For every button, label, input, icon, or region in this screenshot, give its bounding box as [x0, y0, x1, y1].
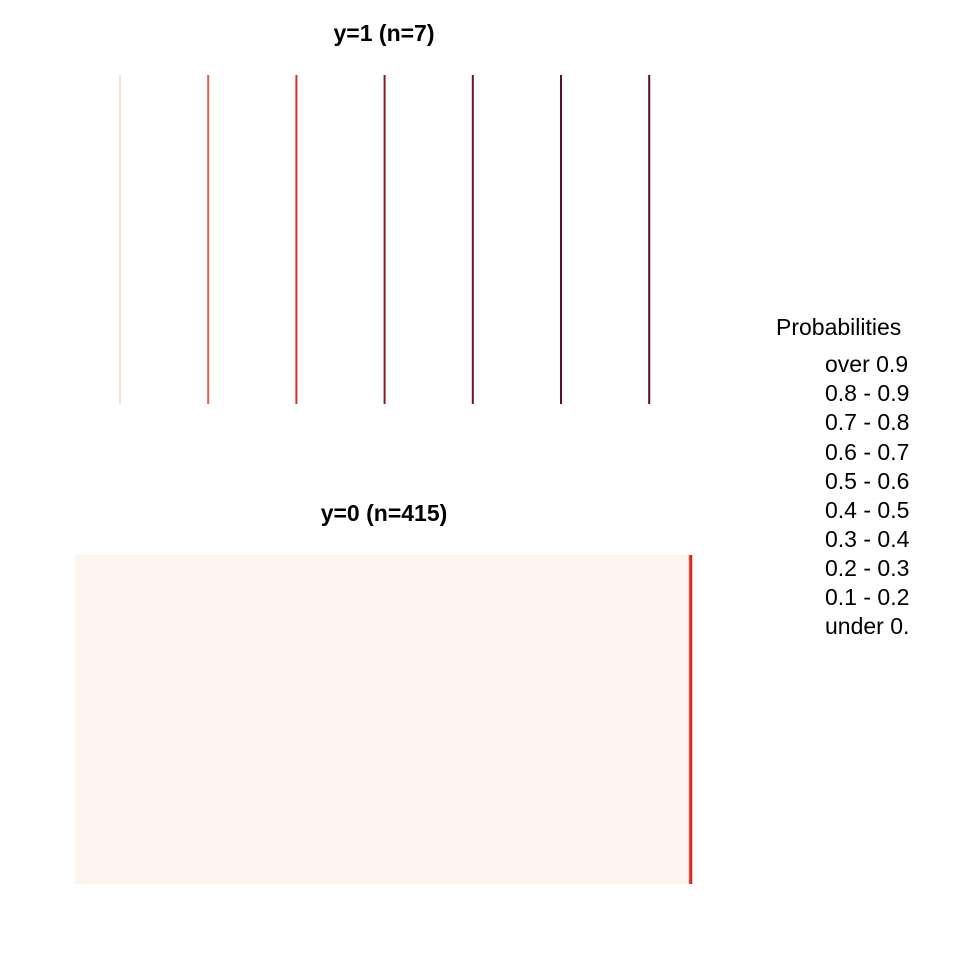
- panel-bottom-title: y=0 (n=415): [321, 500, 448, 526]
- legend-entry: 0.2 - 0.3: [825, 555, 909, 581]
- legend-entry: 0.1 - 0.2: [825, 584, 909, 610]
- legend-entry: 0.8 - 0.9: [825, 380, 909, 406]
- legend-entry: 0.7 - 0.8: [825, 409, 909, 435]
- panel-top-background: [75, 75, 692, 404]
- legend-entry: 0.5 - 0.6: [825, 468, 909, 494]
- legend-entry: 0.4 - 0.5: [825, 497, 909, 523]
- legend-entry: over 0.9: [825, 351, 908, 377]
- panel-top: y=1 (n=7): [75, 20, 692, 404]
- panel-bottom-background: [75, 555, 692, 884]
- panel-top-title: y=1 (n=7): [334, 20, 435, 46]
- legend-title: Probabilities: [776, 314, 901, 340]
- legend-entry: 0.6 - 0.7: [825, 439, 909, 465]
- panel-top-lines: [119, 75, 651, 404]
- panel-bottom: y=0 (n=415): [75, 500, 693, 884]
- legend: Probabilities over 0.9 0.8 - 0.9 0.7 - 0…: [776, 314, 922, 639]
- panel-bottom-lines: [688, 555, 693, 884]
- legend-entry: 0.3 - 0.4: [825, 526, 910, 552]
- legend-entry: under 0.1: [825, 613, 922, 639]
